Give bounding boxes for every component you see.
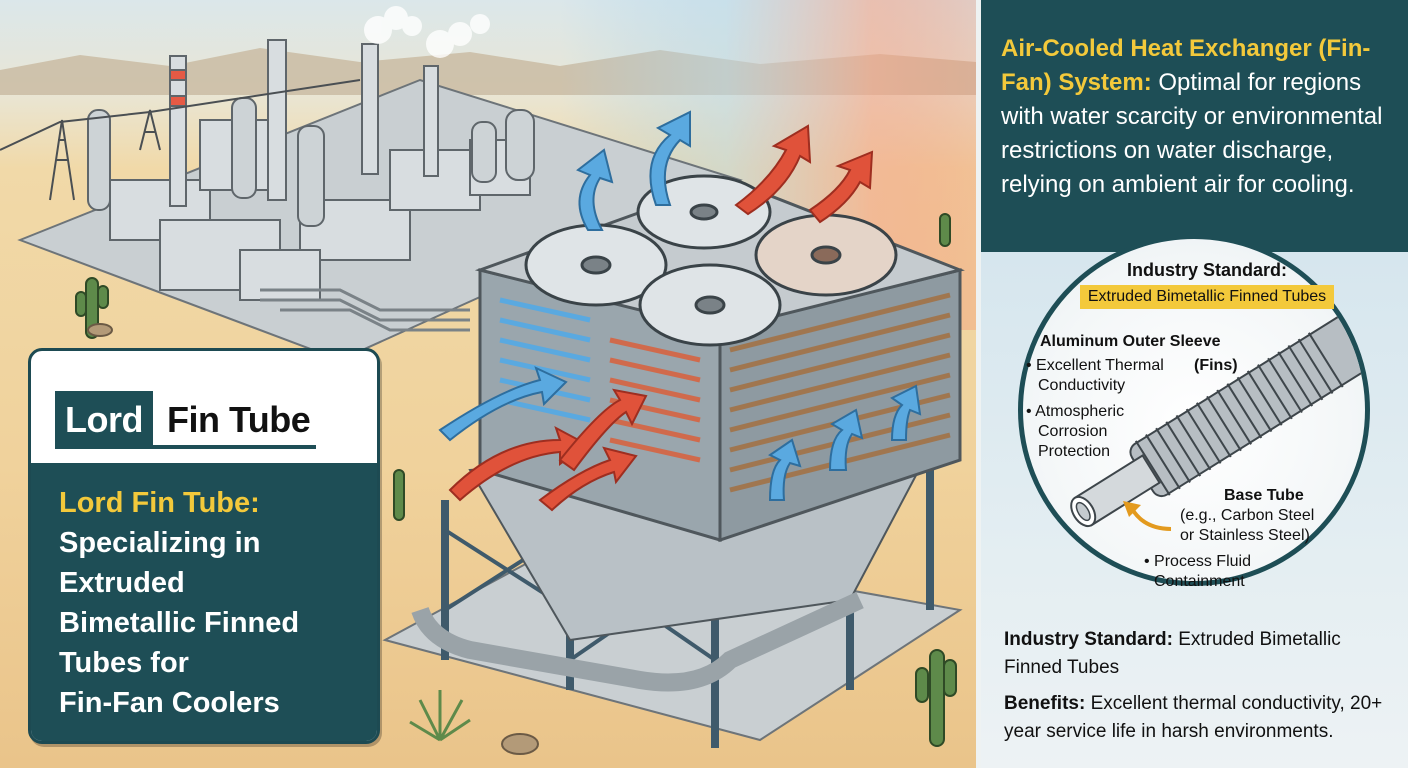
desert-plant-scene xyxy=(0,0,976,755)
standard-text: Extruded Bimetallic Finned Tubes xyxy=(1004,629,1341,678)
column-divider xyxy=(976,0,981,768)
brand-panel: Lord Fin Tube: Specializing in Extruded … xyxy=(31,463,377,741)
base-tube-item: or Stainless Steel) xyxy=(1180,527,1310,544)
fluid-item: • Process Fluid xyxy=(1144,553,1251,570)
standard-note: Industry Standard: Extruded Bimetallic F… xyxy=(1004,626,1400,682)
brand-line: Fin-Fan Coolers xyxy=(59,687,280,719)
standard-label: Industry Standard: xyxy=(1004,629,1173,650)
fluid-item: Containment xyxy=(1154,573,1245,590)
logo-part-2: Fin Tube xyxy=(152,391,317,449)
logo-part-1: Lord xyxy=(55,391,153,449)
outer-sleeve-item: Conductivity xyxy=(1038,377,1126,394)
base-tube-label: Base Tube xyxy=(1224,487,1304,504)
system-description-panel: Air-Cooled Heat Exchanger (Fin-Fan) Syst… xyxy=(981,0,1408,252)
outer-sleeve-item: Protection xyxy=(1038,443,1111,460)
benefits-label: Benefits: xyxy=(1004,693,1086,714)
system-title: Air-Cooled Heat Exchanger (Fin-Fan) Syst… xyxy=(1001,35,1371,96)
brand-logo: Lord Fin Tube xyxy=(55,391,317,449)
brand-line: Bimetallic Finned xyxy=(59,607,300,639)
fins-label: (Fins) xyxy=(1194,357,1238,374)
callout-header-title: Industry Standard: xyxy=(1126,260,1287,280)
outer-sleeve-item: • Atmospheric xyxy=(1026,403,1125,420)
system-body: Optimal for regions with water scarcity … xyxy=(1001,69,1383,198)
brand-line: Extruded xyxy=(59,567,185,599)
outer-sleeve-item: • Excellent Thermal xyxy=(1026,357,1164,374)
finned-tube-illustration xyxy=(1070,313,1365,531)
callout-header: Industry Standard: Extruded Bimetallic F… xyxy=(1064,260,1350,309)
brand-line: Specializing in xyxy=(59,527,261,559)
outer-sleeve-item: Corrosion xyxy=(1038,423,1108,440)
benefits-note: Benefits: Excellent thermal conductivity… xyxy=(1004,690,1400,746)
outer-sleeve-label: Aluminum Outer Sleeve xyxy=(1040,333,1221,350)
callout-header-subtitle: Extruded Bimetallic Finned Tubes xyxy=(1079,285,1335,309)
footnotes: Industry Standard: Extruded Bimetallic F… xyxy=(1004,626,1400,746)
brand-card: Lord Fin Tube Lord Fin Tube: Specializin… xyxy=(28,348,380,744)
brand-line: Tubes for xyxy=(59,647,189,679)
benefits-text: Excellent thermal conductivity, 20+ year… xyxy=(1004,693,1383,742)
brand-title: Lord Fin Tube: xyxy=(59,487,260,519)
base-tube-item: (e.g., Carbon Steel xyxy=(1180,507,1315,524)
system-description: Air-Cooled Heat Exchanger (Fin-Fan) Syst… xyxy=(1001,32,1388,202)
